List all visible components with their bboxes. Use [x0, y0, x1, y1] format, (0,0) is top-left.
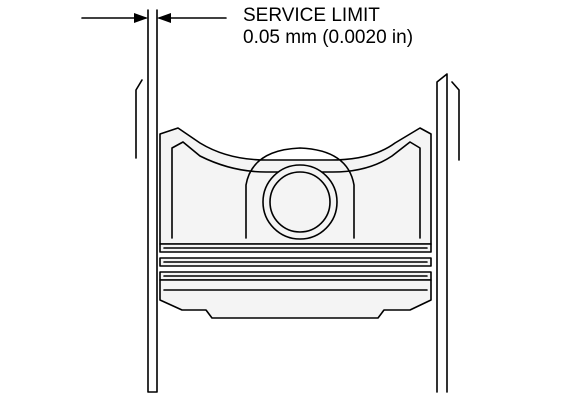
- right-dimension-arrowhead: [157, 13, 171, 23]
- piston: [159, 127, 432, 319]
- piston-pin-outer: [262, 164, 338, 240]
- left-cylinder-wall: [147, 9, 158, 393]
- right-wall-chamfer: [451, 81, 460, 161]
- left-wall-chamfer: [135, 79, 143, 159]
- service-limit-label: SERVICE LIMIT: [243, 5, 380, 26]
- piston-skirt: [159, 279, 432, 319]
- service-limit-value: 0.05 mm (0.0020 in): [243, 27, 414, 48]
- pin-boss: [245, 147, 355, 239]
- clearance-dimension: [81, 13, 227, 23]
- piston-pin-inner: [269, 171, 331, 233]
- right-cylinder-wall: [436, 73, 448, 393]
- left-dimension-arrowhead: [134, 13, 148, 23]
